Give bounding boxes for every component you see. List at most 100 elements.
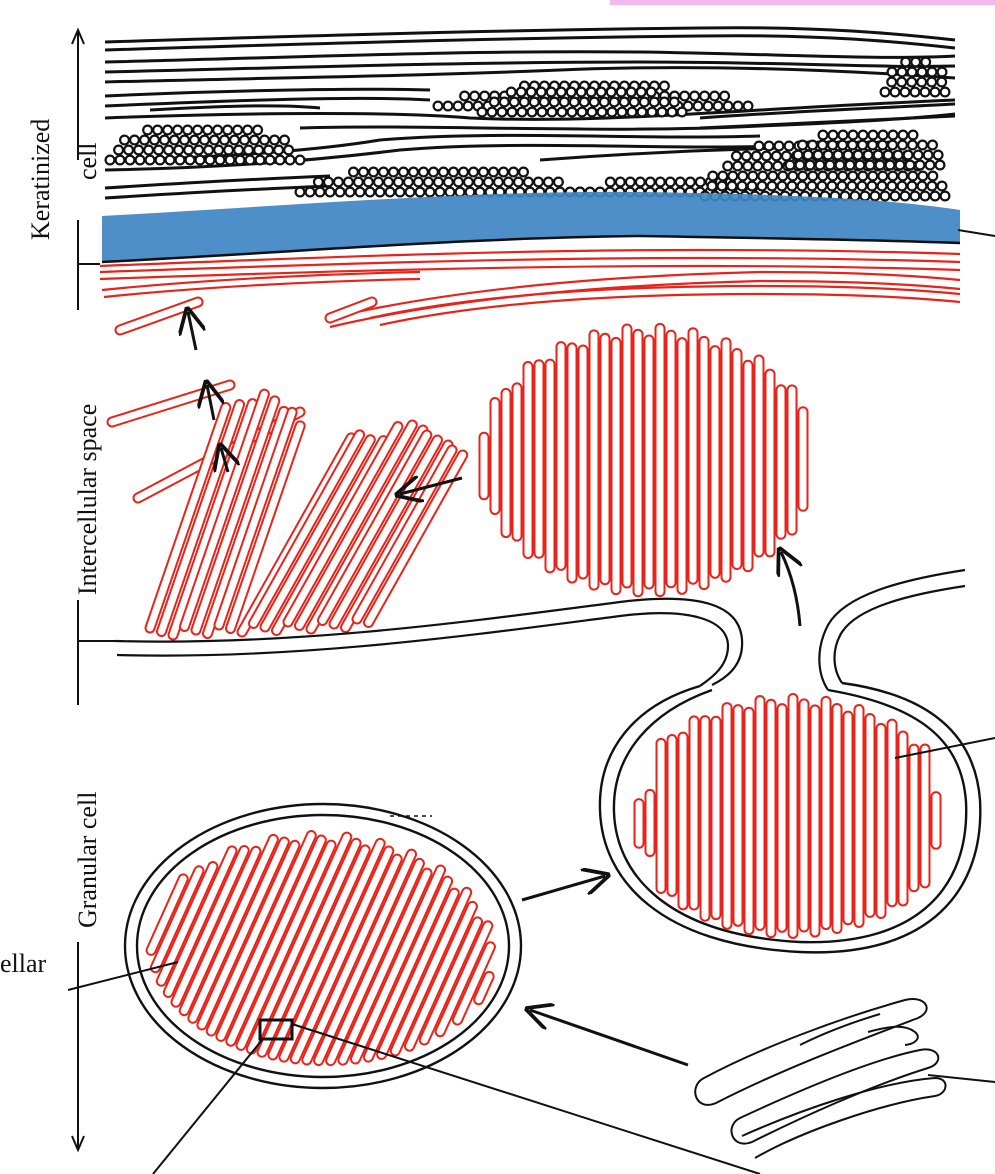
granule — [588, 108, 597, 117]
granule — [861, 192, 870, 201]
granule — [426, 188, 435, 197]
granule — [489, 168, 498, 177]
granule — [911, 58, 920, 67]
granule — [888, 172, 897, 181]
granule — [899, 131, 908, 140]
granule — [236, 156, 245, 165]
granule — [856, 161, 865, 170]
granule — [504, 178, 513, 187]
granule — [921, 88, 930, 97]
granule — [928, 172, 937, 181]
granule — [814, 151, 823, 160]
granule — [538, 108, 547, 117]
granule — [154, 146, 163, 155]
granule — [479, 168, 488, 177]
granule — [690, 92, 699, 101]
granule — [758, 182, 767, 191]
granule — [316, 188, 325, 197]
granule — [926, 161, 935, 170]
granule — [580, 98, 589, 107]
granule — [806, 161, 815, 170]
granule — [918, 141, 927, 150]
granule — [718, 182, 727, 191]
granule — [871, 192, 880, 201]
granule — [874, 151, 883, 160]
granule — [670, 98, 679, 107]
granule — [547, 88, 556, 97]
granule — [537, 88, 546, 97]
granule — [439, 168, 448, 177]
granule — [396, 188, 405, 197]
granule — [386, 188, 395, 197]
granule — [446, 188, 455, 197]
granule — [901, 58, 910, 67]
granule — [748, 182, 757, 191]
granule — [280, 136, 289, 145]
granule — [130, 136, 139, 145]
secreting-lamellar-body — [600, 683, 980, 952]
granule — [808, 141, 817, 150]
granule — [866, 161, 875, 170]
granule — [936, 161, 945, 170]
granule — [637, 88, 646, 97]
granule — [906, 161, 915, 170]
granule — [346, 188, 355, 197]
granule — [911, 88, 920, 97]
granule — [517, 88, 526, 97]
granule — [590, 98, 599, 107]
granule — [456, 188, 465, 197]
granule — [794, 151, 803, 160]
granule — [436, 188, 445, 197]
arrow-from-golgi — [530, 1010, 688, 1065]
granule — [567, 88, 576, 97]
granule — [490, 98, 499, 107]
keratin-filament — [700, 116, 955, 128]
granule — [276, 156, 285, 165]
granule — [186, 156, 195, 165]
granule — [166, 156, 175, 165]
granule — [520, 98, 529, 107]
granule — [828, 141, 837, 150]
granule — [193, 126, 202, 135]
granule — [498, 108, 507, 117]
granule — [214, 146, 223, 155]
granule — [868, 172, 877, 181]
granule — [266, 156, 275, 165]
granule — [733, 162, 742, 171]
granule — [233, 126, 242, 135]
granule — [891, 192, 900, 201]
granule — [544, 178, 553, 187]
granule — [459, 168, 468, 177]
granule — [748, 172, 757, 181]
granule — [796, 161, 805, 170]
granule — [710, 92, 719, 101]
granule — [626, 178, 635, 187]
granule — [808, 182, 817, 191]
granule — [773, 162, 782, 171]
granule — [788, 172, 797, 181]
granule — [608, 108, 617, 117]
granule — [742, 152, 751, 161]
granule — [160, 136, 169, 145]
granule — [844, 151, 853, 160]
granule — [598, 108, 607, 117]
granule — [828, 182, 837, 191]
granule — [557, 88, 566, 97]
granule — [176, 156, 185, 165]
keratin-filament — [105, 52, 955, 62]
granule — [374, 178, 383, 187]
granule — [359, 168, 368, 177]
granule — [888, 141, 897, 150]
granule — [183, 126, 192, 135]
granule — [678, 108, 687, 117]
granule — [384, 178, 393, 187]
granule — [334, 178, 343, 187]
granule — [838, 141, 847, 150]
granule — [836, 161, 845, 170]
granule — [429, 168, 438, 177]
extruded-lamellar-stack-left — [150, 394, 463, 635]
granule — [660, 98, 669, 107]
granule — [116, 156, 125, 165]
granule — [508, 108, 517, 117]
granule — [449, 168, 458, 177]
